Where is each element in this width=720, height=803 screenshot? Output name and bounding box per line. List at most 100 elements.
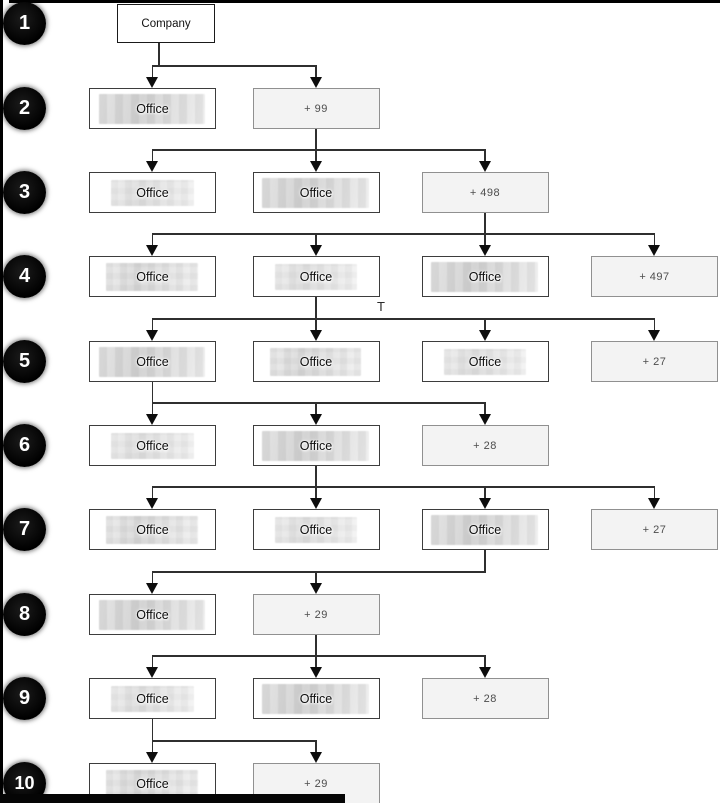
- node-label: Office: [136, 185, 169, 200]
- node-more-count[interactable]: + 29: [252, 594, 380, 635]
- redaction-patch: [262, 684, 369, 714]
- arrowhead-down-icon: [146, 244, 158, 256]
- arrowhead-down-icon: [146, 582, 158, 594]
- arrowhead-down-icon: [309, 160, 322, 172]
- arrowhead-down-icon: [478, 160, 491, 172]
- redaction-patch: [98, 94, 205, 124]
- node-label: Office: [136, 354, 169, 369]
- connector-line: [151, 486, 154, 499]
- node-label: Office: [136, 101, 169, 116]
- node-office[interactable]: Office: [252, 341, 380, 382]
- node-office[interactable]: Office: [252, 256, 380, 297]
- frame-bottom-bar: [0, 794, 345, 803]
- redaction-patch: [106, 516, 198, 544]
- node-office[interactable]: Office: [89, 172, 216, 213]
- connector-line: [484, 149, 486, 162]
- connector-line: [151, 655, 154, 668]
- level-badge-number: 7: [18, 518, 31, 540]
- connector-line: [151, 318, 656, 320]
- redaction-patch: [269, 348, 361, 376]
- arrowhead-down-icon: [309, 244, 322, 256]
- node-label: + 29: [304, 608, 328, 621]
- redaction-patch: [106, 263, 198, 291]
- connector-line: [653, 486, 656, 499]
- level-badge: 7: [3, 508, 46, 551]
- connector-line: [151, 719, 154, 742]
- connector-line: [151, 149, 154, 162]
- connector-line: [653, 318, 656, 331]
- connector-line: [484, 233, 486, 246]
- connector-line: [315, 149, 317, 162]
- node-office[interactable]: Office: [89, 594, 216, 635]
- redaction-patch: [274, 264, 358, 290]
- node-label: + 28: [473, 692, 497, 705]
- node-office[interactable]: Office: [421, 341, 549, 382]
- connector-line: [315, 571, 317, 584]
- connector-line: [315, 655, 317, 668]
- node-office[interactable]: Office: [89, 341, 216, 382]
- arrowhead-down-icon: [478, 413, 491, 425]
- level-badge-number: 8: [18, 603, 31, 625]
- node-more-count[interactable]: + 497: [591, 256, 718, 297]
- node-more-count[interactable]: + 28: [421, 425, 549, 466]
- level-badge: 8: [3, 593, 46, 636]
- level-badge-number: 2: [18, 97, 31, 119]
- connector-line: [151, 740, 154, 753]
- connector-line: [151, 149, 486, 151]
- node-label: Office: [136, 776, 169, 791]
- connector-line: [484, 213, 486, 235]
- node-more-count[interactable]: + 27: [591, 509, 718, 550]
- node-label: Office: [136, 269, 169, 284]
- node-office[interactable]: Office: [252, 509, 380, 550]
- redaction-patch: [443, 349, 527, 375]
- node-office[interactable]: Office: [89, 88, 216, 129]
- node-office[interactable]: Office: [252, 425, 380, 466]
- node-more-count[interactable]: + 99: [252, 88, 380, 129]
- node-company[interactable]: Company: [117, 4, 215, 43]
- level-badge-number: 3: [18, 181, 31, 203]
- node-office[interactable]: Office: [421, 256, 549, 297]
- node-label: Office: [136, 438, 169, 453]
- node-more-count[interactable]: + 498: [421, 172, 549, 213]
- connector-line: [158, 43, 160, 67]
- node-label: Office: [468, 269, 502, 284]
- node-more-count[interactable]: + 28: [421, 678, 549, 719]
- redaction-patch: [274, 517, 358, 543]
- arrowhead-down-icon: [309, 666, 322, 678]
- arrowhead-down-icon: [648, 329, 660, 341]
- node-office[interactable]: Office: [89, 678, 216, 719]
- connector-line: [315, 233, 317, 246]
- node-label: Office: [299, 522, 333, 537]
- node-office[interactable]: Office: [252, 678, 380, 719]
- connector-line: [315, 402, 317, 415]
- node-office[interactable]: Office: [421, 509, 549, 550]
- frame-left-line: [0, 0, 3, 803]
- node-label: + 27: [642, 523, 667, 536]
- connector-line: [151, 233, 656, 235]
- node-label: Office: [136, 691, 169, 706]
- connector-line: [151, 402, 154, 415]
- node-office[interactable]: Office: [89, 425, 216, 466]
- node-label: Office: [136, 522, 169, 537]
- node-label: + 28: [473, 439, 497, 452]
- connector-line: [484, 550, 486, 573]
- node-office[interactable]: Office: [89, 256, 216, 297]
- node-office[interactable]: Office: [89, 509, 216, 550]
- node-more-count[interactable]: + 27: [591, 341, 718, 382]
- node-office[interactable]: Office: [252, 172, 380, 213]
- connector-line: [315, 65, 317, 78]
- level-badge-number: 1: [18, 12, 31, 34]
- arrowhead-down-icon: [478, 244, 491, 256]
- node-label: + 497: [639, 270, 670, 283]
- arrowhead-down-icon: [648, 497, 660, 509]
- connector-line: [151, 402, 486, 404]
- arrowhead-down-icon: [146, 413, 158, 425]
- arrowhead-down-icon: [309, 329, 322, 341]
- redaction-patch: [98, 600, 205, 630]
- annotation-t: T: [377, 299, 385, 314]
- redaction-patch: [431, 262, 538, 292]
- level-badge-number: 4: [18, 265, 31, 287]
- node-label: + 498: [469, 186, 501, 199]
- connector-line: [315, 486, 317, 499]
